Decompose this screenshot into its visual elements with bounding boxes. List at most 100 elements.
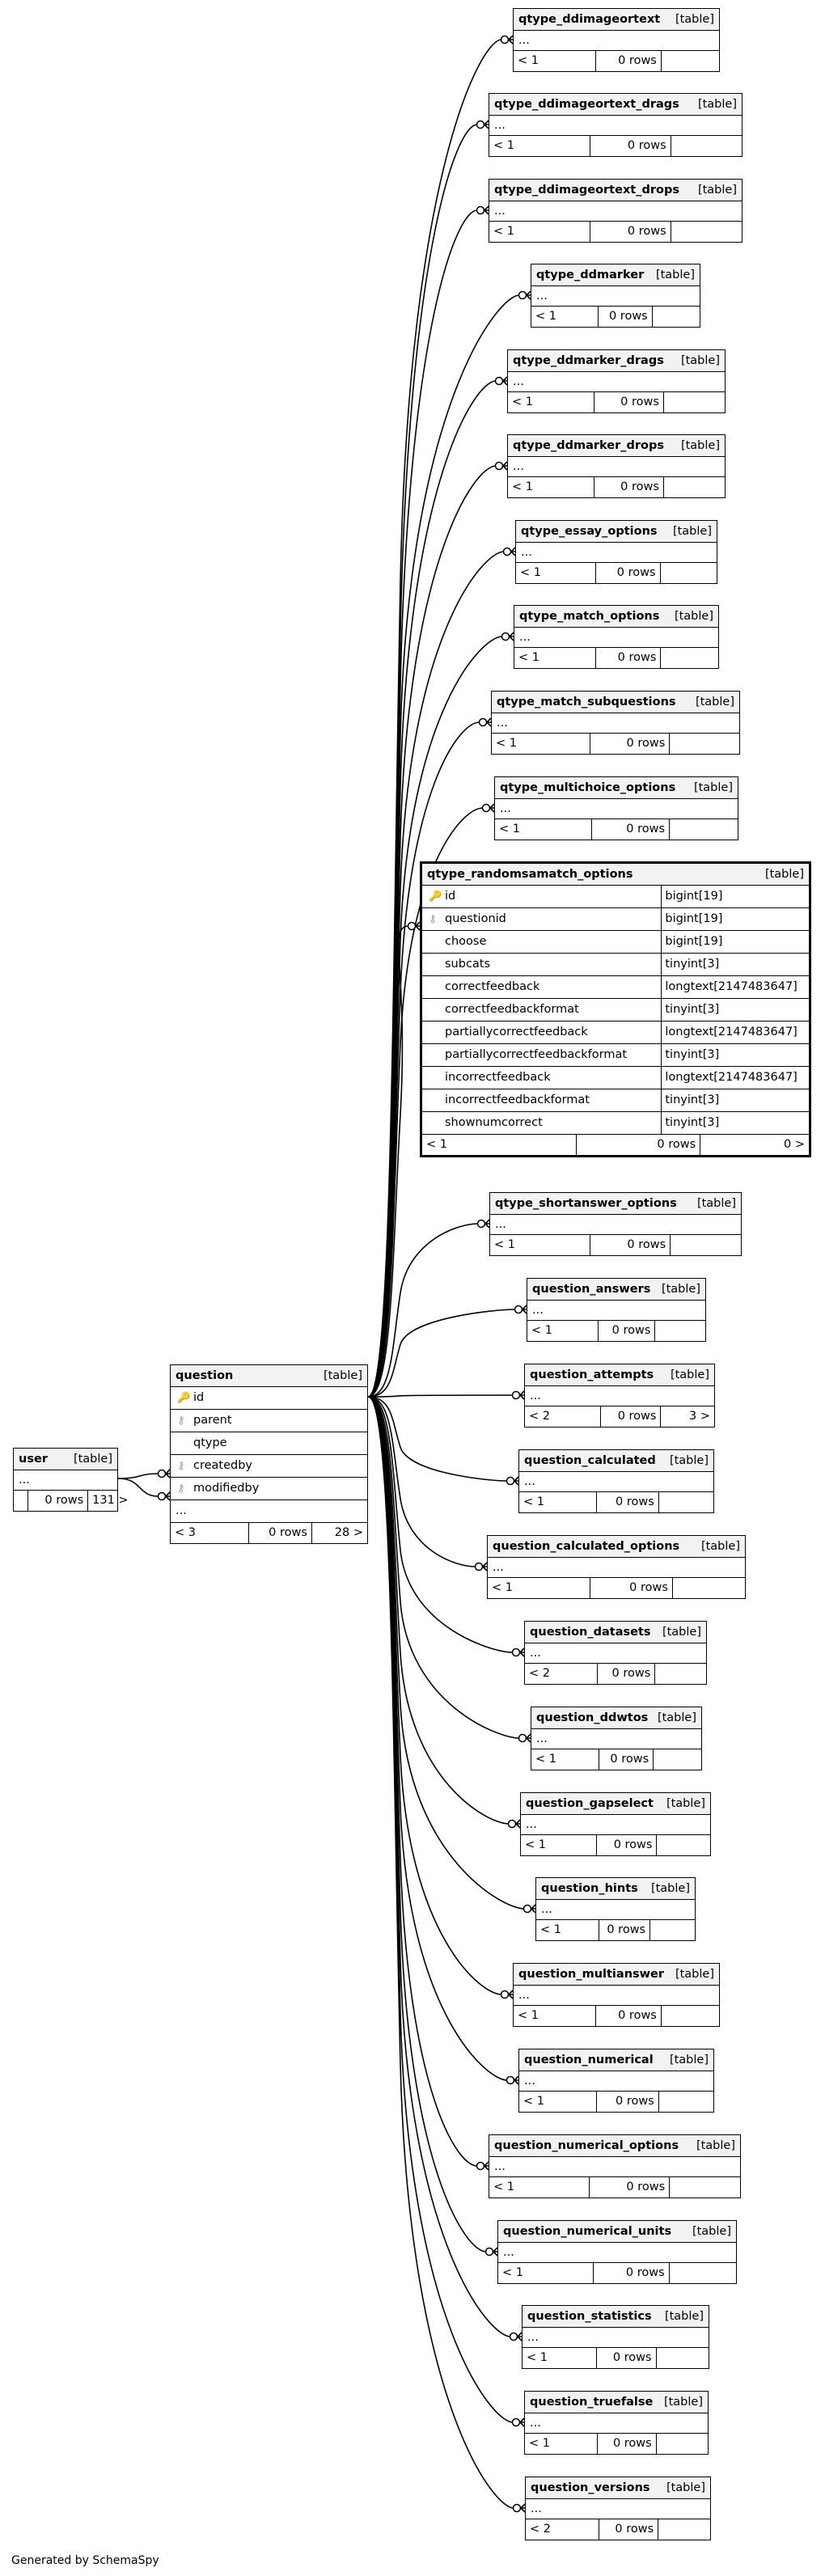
column-row[interactable]: 🔑id bbox=[171, 1387, 367, 1410]
parent-count[interactable]: < 1 bbox=[536, 1920, 600, 1940]
column-row[interactable]: qtype bbox=[171, 1432, 367, 1455]
child-count[interactable] bbox=[670, 819, 738, 840]
child-count[interactable] bbox=[657, 1835, 710, 1855]
child-count[interactable] bbox=[661, 563, 717, 583]
column-row[interactable]: ⚷parent bbox=[171, 1410, 367, 1432]
table-header[interactable]: question_hints[table] bbox=[536, 1878, 695, 1900]
child-count[interactable] bbox=[657, 2348, 709, 2368]
child-count[interactable] bbox=[664, 477, 725, 497]
parent-count[interactable]: < 1 bbox=[519, 2092, 597, 2112]
child-count[interactable]: 131 > bbox=[92, 1494, 129, 1507]
child-count[interactable] bbox=[671, 1235, 741, 1255]
table-header[interactable]: qtype_shortanswer_options[table] bbox=[490, 1193, 741, 1215]
child-count[interactable] bbox=[653, 307, 700, 327]
table-header[interactable]: question_answers[table] bbox=[527, 1279, 705, 1301]
table-header[interactable]: qtype_ddimageortext[table] bbox=[514, 9, 719, 31]
parent-count[interactable]: < 1 bbox=[495, 819, 592, 840]
parent-count[interactable]: < 1 bbox=[488, 1578, 591, 1598]
child-count[interactable]: 0 > bbox=[784, 1138, 805, 1151]
parent-count[interactable] bbox=[14, 1491, 28, 1511]
table-header[interactable]: qtype_essay_options[table] bbox=[516, 521, 717, 543]
child-count[interactable]: 28 > bbox=[334, 1526, 363, 1539]
table-header[interactable]: qtype_ddmarker[table] bbox=[531, 264, 700, 286]
parent-count[interactable]: < 1 bbox=[531, 1749, 599, 1770]
table-header[interactable]: question_ddwtos[table] bbox=[531, 1707, 701, 1729]
parent-count[interactable]: < 1 bbox=[519, 1492, 597, 1512]
parent-count[interactable]: < 1 bbox=[514, 51, 596, 71]
child-count[interactable] bbox=[671, 222, 742, 242]
child-count[interactable] bbox=[661, 648, 718, 668]
parent-count[interactable]: < 1 bbox=[525, 2434, 599, 2454]
parent-count[interactable]: < 1 bbox=[521, 1835, 597, 1855]
table-question-calculated-options[interactable]: question_calculated_options[table]...< 1… bbox=[487, 1535, 746, 1599]
child-count[interactable] bbox=[670, 2177, 740, 2197]
focus-table-header[interactable]: qtype_randomsamatch_options[table] bbox=[422, 864, 809, 886]
table-header[interactable]: question_numerical_units[table] bbox=[498, 2221, 736, 2243]
parent-count[interactable]: < 1 bbox=[490, 1235, 590, 1255]
table-header[interactable]: question_gapselect[table] bbox=[521, 1793, 710, 1815]
column-row[interactable]: ⚷createdby bbox=[171, 1455, 367, 1478]
child-count[interactable] bbox=[655, 1321, 705, 1341]
child-count[interactable] bbox=[662, 51, 719, 71]
table-header[interactable]: qtype_ddmarker_drops[table] bbox=[508, 435, 725, 457]
table-header[interactable]: question_numerical_options[table] bbox=[489, 2135, 740, 2157]
table-header[interactable]: question_calculated_options[table] bbox=[488, 1536, 745, 1558]
parent-count[interactable]: < 2 bbox=[526, 2519, 600, 2540]
parent-count[interactable]: < 1 bbox=[514, 648, 596, 668]
parent-count[interactable]: < 1 bbox=[422, 1135, 578, 1155]
parent-count[interactable]: < 1 bbox=[508, 392, 595, 412]
child-count[interactable] bbox=[671, 136, 742, 156]
table-header[interactable]: question_statistics[table] bbox=[522, 2306, 709, 2328]
child-count[interactable] bbox=[662, 2006, 719, 2026]
child-count[interactable] bbox=[659, 1492, 713, 1512]
question-table-header[interactable]: question[table] bbox=[171, 1365, 367, 1387]
table-header[interactable]: qtype_ddimageortext_drops[table] bbox=[489, 180, 742, 201]
parent-count[interactable]: < 1 bbox=[514, 2006, 596, 2026]
parent-count[interactable]: < 2 bbox=[525, 1664, 598, 1684]
child-count[interactable]: 3 > bbox=[689, 1410, 710, 1423]
parent-count[interactable]: < 1 bbox=[489, 222, 590, 242]
table-header[interactable]: qtype_ddimageortext_drags[table] bbox=[489, 94, 742, 116]
parent-count[interactable]: < 1 bbox=[527, 1321, 599, 1341]
table-header[interactable]: question_datasets[table] bbox=[525, 1622, 706, 1643]
parent-count[interactable]: < 1 bbox=[492, 734, 591, 754]
table-header[interactable]: question_attempts[table] bbox=[525, 1364, 714, 1386]
table-header[interactable]: qtype_match_options[table] bbox=[514, 606, 718, 628]
child-count[interactable] bbox=[654, 1749, 701, 1770]
table-header[interactable]: question_numerical[table] bbox=[519, 2049, 713, 2071]
child-count[interactable] bbox=[670, 734, 739, 754]
parent-count[interactable]: < 3 bbox=[171, 1523, 250, 1543]
table-header[interactable]: qtype_ddmarker_drags[table] bbox=[508, 350, 725, 372]
parent-count[interactable]: < 2 bbox=[525, 1406, 601, 1427]
parent-count[interactable]: < 1 bbox=[522, 2348, 597, 2368]
parent-count[interactable]: < 1 bbox=[498, 2263, 594, 2283]
